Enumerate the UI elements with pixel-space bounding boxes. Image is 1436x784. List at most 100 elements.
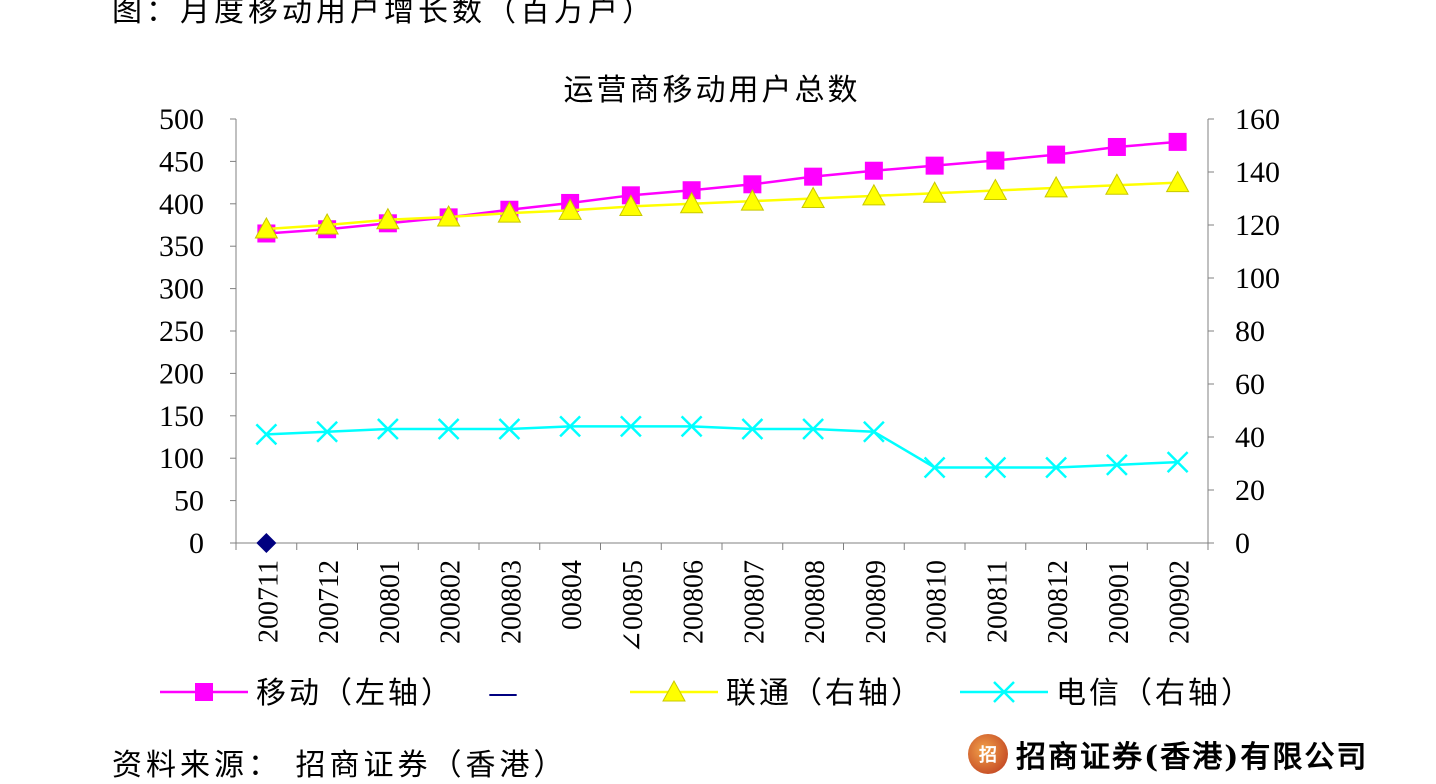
- point-marker-x: [923, 456, 946, 479]
- x-stroke: [1105, 453, 1128, 476]
- point-marker-triangle: [862, 183, 886, 206]
- series-line: [266, 425, 1178, 469]
- legend-label: —: [488, 676, 521, 711]
- left-tick-label: 200: [159, 357, 204, 390]
- legend-label: 联通（右轴）: [726, 676, 924, 711]
- line-chart: 运营商移动用户总数 050100150200250300350400450500…: [159, 73, 1280, 711]
- left-tick-label: 350: [159, 230, 204, 263]
- series-line: [266, 140, 1178, 235]
- right-tick-label: 120: [1235, 209, 1280, 242]
- point-marker-triangle: [983, 178, 1008, 201]
- point-marker-square: [925, 156, 944, 175]
- point-marker-x: [1105, 453, 1128, 476]
- x-stroke: [1166, 451, 1189, 474]
- point-marker-x: [255, 423, 278, 446]
- figure-caption: 图：月度移动用户增长数（百万户）: [112, 0, 656, 29]
- point-marker-x: [498, 418, 521, 440]
- x-stroke: [376, 418, 399, 440]
- x-tick-label: 200806: [679, 560, 710, 644]
- x-tick-label: 200810: [922, 560, 953, 644]
- point-marker-triangle: [376, 207, 400, 230]
- left-tick-label: 100: [159, 442, 204, 475]
- left-tick-label: 500: [159, 103, 204, 136]
- series-1: [256, 533, 277, 553]
- point-marker-triangle: [254, 216, 279, 239]
- tick-labels: 0 50 100 150 200 250 300 350 400 450 500 0 20 40 60 80 1…: [159, 103, 1280, 653]
- x-stroke: [1045, 456, 1068, 479]
- legend-label: 电信（右轴）: [1056, 676, 1254, 711]
- x-tick-label: 200807: [739, 560, 770, 644]
- x-tick-label: 200803: [496, 560, 527, 644]
- point-marker-triangle: [740, 189, 765, 211]
- x-tick-label: 200812: [1043, 560, 1074, 644]
- point-marker-x: [1166, 451, 1189, 474]
- x-tick-label: 200801: [375, 560, 406, 644]
- point-marker-triangle: [558, 198, 582, 220]
- right-tick-label: 60: [1235, 368, 1265, 401]
- x-tick-label: 200712: [314, 560, 345, 644]
- x-stroke: [255, 423, 278, 446]
- point-marker-x: [680, 415, 703, 438]
- left-tick-label: 400: [159, 188, 204, 221]
- x-tick-label: 200802: [436, 560, 467, 644]
- x-tick-label: 200901: [1104, 560, 1135, 644]
- point-marker-x: [559, 415, 582, 438]
- axes: [230, 118, 1214, 550]
- point-marker-triangle: [1105, 173, 1129, 195]
- point-marker-diamond: [256, 533, 277, 553]
- legend-item: 联通（右轴）: [630, 676, 924, 711]
- series-2: [254, 170, 1190, 239]
- left-tick-label: 0: [189, 527, 204, 560]
- point-marker-square: [195, 683, 213, 701]
- point-marker-x: [437, 418, 460, 440]
- logo-text: 招商证券(香港)有限公司: [1016, 740, 1369, 775]
- point-marker-square: [1047, 145, 1066, 164]
- company-logo: 招 招商证券(香港)有限公司: [968, 734, 1369, 775]
- x-stroke: [923, 456, 946, 479]
- x-stroke: [984, 456, 1007, 479]
- source-note: 资料来源： 招商证券（香港）: [112, 748, 568, 783]
- x-stroke: [741, 418, 764, 440]
- left-tick-label: 450: [159, 145, 204, 178]
- chart-title: 运营商移动用户总数: [564, 73, 861, 108]
- point-marker-square: [864, 161, 883, 180]
- legend-label: 移动（左轴）: [256, 676, 454, 711]
- x-stroke: [680, 415, 703, 438]
- x-stroke: [619, 415, 642, 438]
- x-stroke: [862, 420, 885, 443]
- right-tick-label: 40: [1235, 421, 1265, 454]
- left-tick-label: 300: [159, 273, 204, 306]
- point-marker-square: [682, 181, 701, 200]
- series-line: [266, 181, 1178, 231]
- point-marker-square: [1168, 132, 1187, 151]
- point-marker-square: [804, 167, 823, 186]
- point-marker-triangle: [619, 194, 643, 216]
- point-marker-triangle: [1044, 175, 1068, 198]
- right-tick-label: 20: [1235, 474, 1265, 507]
- x-tick-label: 200811: [982, 560, 1013, 643]
- point-marker-triangle: [662, 679, 686, 702]
- point-marker-triangle: [1165, 170, 1190, 193]
- x-tick-label: 200902: [1165, 560, 1196, 644]
- left-tick-label: 50: [174, 485, 204, 518]
- legend-item: 电信（右轴）: [960, 676, 1254, 711]
- right-tick-label: 80: [1235, 315, 1265, 348]
- x-tick-label: ∠00805: [618, 560, 649, 653]
- legend-item: 移动（左轴）: [160, 676, 454, 711]
- point-marker-triangle: [497, 201, 522, 223]
- point-marker-x: [984, 456, 1007, 479]
- x-tick-label: 200711: [253, 560, 284, 643]
- left-tick-label: 150: [159, 400, 204, 433]
- point-marker-x: [1045, 456, 1068, 479]
- right-tick-label: 0: [1235, 527, 1250, 560]
- point-marker-x: [993, 681, 1015, 703]
- point-marker-triangle: [436, 205, 461, 227]
- x-tick-label: 200809: [861, 560, 892, 644]
- point-marker-triangle: [922, 181, 947, 203]
- x-stroke: [498, 418, 521, 440]
- x-stroke: [993, 681, 1015, 703]
- point-marker-x: [619, 415, 642, 438]
- point-marker-square: [986, 151, 1005, 170]
- left-tick-label: 250: [159, 315, 204, 348]
- point-marker-x: [316, 420, 339, 443]
